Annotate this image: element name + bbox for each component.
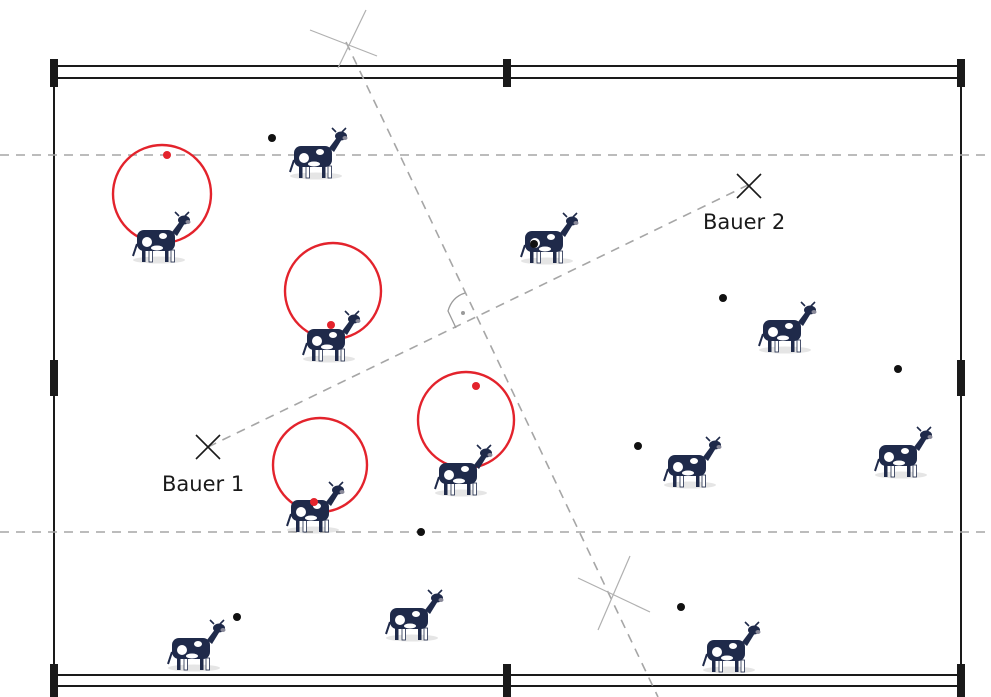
cow-icon <box>874 426 934 480</box>
highlighted-cow-dot <box>327 321 335 329</box>
cow-dot <box>233 613 241 621</box>
fence-posts <box>50 59 965 697</box>
cow-icon <box>289 127 349 181</box>
x-cross-icon <box>736 173 762 199</box>
highlight-circle <box>416 370 516 470</box>
cow-dot <box>417 528 425 536</box>
cow-dot <box>634 442 642 450</box>
cow-dot <box>268 134 276 142</box>
farmer-2-label: Bauer 2 <box>703 210 785 234</box>
x-cross-icon <box>577 555 651 631</box>
x-cross-icon <box>309 9 378 69</box>
cow-icon <box>758 301 818 355</box>
cow-dot <box>677 603 685 611</box>
highlighted-cow-dot <box>472 382 480 390</box>
cow-icon <box>385 589 445 643</box>
fence-post <box>957 59 965 87</box>
cow-icon <box>663 436 723 490</box>
fence-post <box>50 360 58 396</box>
cow-icon <box>167 619 227 673</box>
farmer-connection-line <box>207 184 749 448</box>
highlighted-cow-dot <box>310 498 318 506</box>
cows <box>132 127 934 675</box>
fence-post <box>503 59 511 87</box>
cow-icon <box>520 212 580 266</box>
cow-icon <box>702 621 762 675</box>
highlighted-cow-dot <box>163 151 171 159</box>
cow-icon <box>434 444 494 498</box>
fence-post <box>50 59 58 87</box>
x-cross-icon <box>195 434 221 460</box>
cow-dot <box>894 365 902 373</box>
fence-post <box>957 664 965 697</box>
farmer-1-label: Bauer 1 <box>162 472 244 496</box>
highlight-circle <box>111 143 213 245</box>
guide-lines <box>0 41 991 697</box>
fence <box>53 65 962 687</box>
fence-post <box>503 664 511 697</box>
right-angle-icon <box>447 292 466 329</box>
farmer-2: Bauer 2 <box>703 173 785 234</box>
cow-position-dots <box>163 134 902 621</box>
construction-marks <box>309 9 651 631</box>
cow-dot <box>530 240 538 248</box>
fence-post <box>957 360 965 396</box>
cow-icon <box>286 481 346 535</box>
fence-post <box>50 664 58 697</box>
perpendicular-bisector <box>345 41 659 697</box>
highlight-circle <box>271 416 369 514</box>
cow-dot <box>719 294 727 302</box>
cow-icon <box>302 310 362 364</box>
farmer-1: Bauer 1 <box>162 434 244 496</box>
